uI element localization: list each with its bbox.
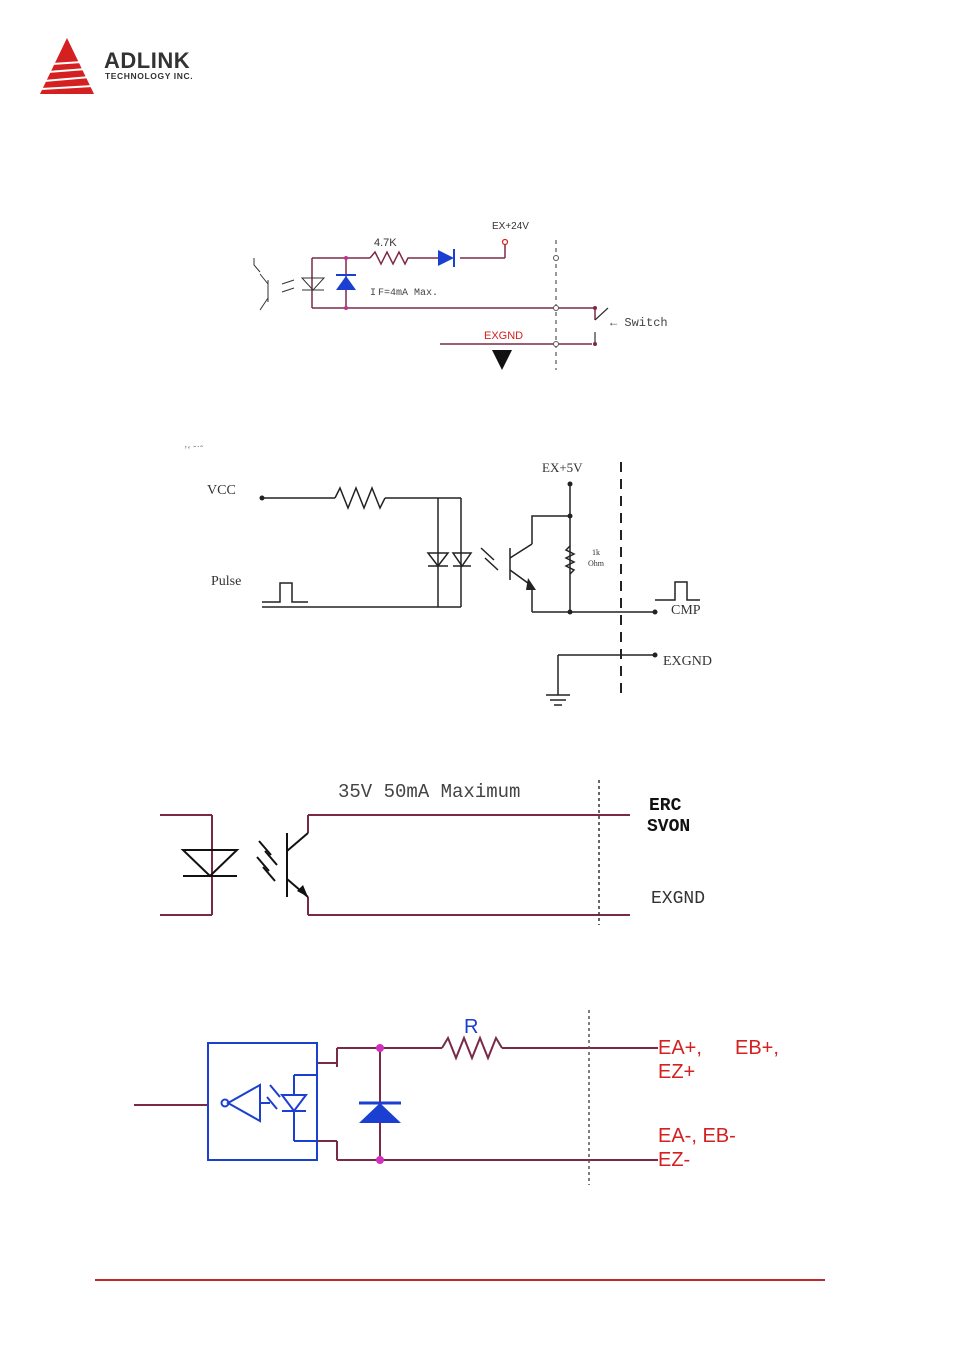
figure-2-output-label: CMP <box>671 604 701 618</box>
figure-4-encoder-input-circuit: R EA+, EB+, EZ+ EA-, EB- EZ- <box>130 1005 810 1195</box>
figure-2-ground-label: EXGND <box>663 655 712 669</box>
figure-1-input-circuit: 4.7K EX+24V I F=4mA Max. ← Switch EXGND <box>240 210 700 380</box>
figure-3-ground-label: EXGND <box>651 890 705 908</box>
figure-1-resistor-label: 4.7K <box>374 238 397 249</box>
figure-1-switch-label: ← Switch <box>610 317 668 329</box>
figure-2-output-circuit: ’‘ ˘˙ˆ VCC Pulse EX+5V 1k Ohm CMP EXGND <box>180 440 740 710</box>
figure-2-resistor-label-2: Ohm <box>588 560 604 568</box>
figure-3-rating-label: 35V 50mA Maximum <box>338 783 520 802</box>
figure-1-current-label: I F=4mA Max. <box>370 289 438 299</box>
figure-4-positive-label-1: EA+, <box>658 1038 702 1058</box>
figure-1-supply-label: EX+24V <box>492 222 529 232</box>
company-subtitle: TECHNOLOGY INC. <box>105 71 193 81</box>
figure-2-pulse-label: Pulse <box>211 575 241 589</box>
company-logo: ADLINK TECHNOLOGY INC. <box>38 36 238 100</box>
figure-2-resistor-label-1: 1k <box>592 549 600 557</box>
figure-2-schematic <box>180 440 740 710</box>
figure-2-vcc-label: VCC <box>207 484 236 498</box>
figure-2-partial-label: ’‘ ˘˙ˆ <box>184 446 203 456</box>
figure-4-positive-label-3: EZ+ <box>658 1062 695 1082</box>
figure-4-resistor-label: R <box>464 1017 478 1037</box>
figure-2-supply-label: EX+5V <box>542 461 583 474</box>
adlink-triangle-icon <box>38 36 100 98</box>
figure-3-output-label-1: ERC <box>649 797 681 815</box>
footer-rule <box>95 1279 825 1281</box>
figure-3-output-circuit: 35V 50mA Maximum ERC SVON EXGND <box>155 775 735 925</box>
figure-4-negative-label-1: EA-, EB- <box>658 1126 736 1146</box>
figure-4-negative-label-2: EZ- <box>658 1150 690 1170</box>
figure-4-positive-label-2: EB+, <box>735 1038 779 1058</box>
figure-3-output-label-2: SVON <box>647 818 690 836</box>
figure-1-ground-label: EXGND <box>484 331 523 342</box>
figure-1-schematic <box>240 210 700 380</box>
